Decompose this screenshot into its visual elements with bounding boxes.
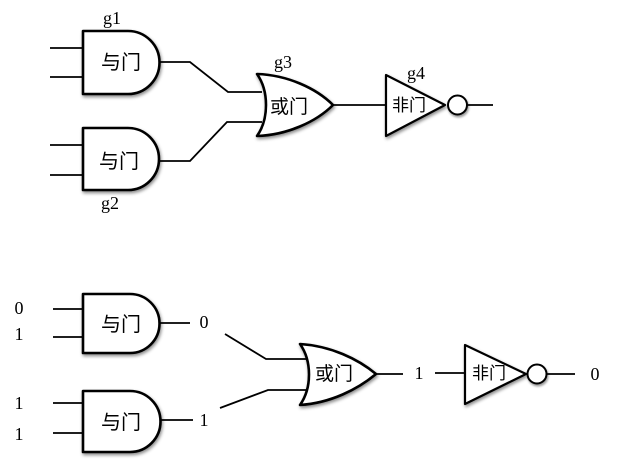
wire-g2-to-or [160,121,262,162]
inverter-bubble-bottom [526,363,548,385]
bottom-circuit: 0 1 与门 0 1 1 与门 1 或门 1 [15,292,600,454]
and-gate-bottom-2 [81,389,162,454]
input-value-b1: 1 [15,393,24,413]
or-gate-g3-label: 或门 [270,96,308,118]
top-circuit: g1 与门 g2 与门 g3 或门 g4 非门 [50,8,493,213]
gate-id-g4: g4 [407,63,425,83]
inverter-bubble [447,94,468,116]
wire-and1-to-or [224,333,306,360]
gate-id-g1: g1 [103,8,121,28]
or-gate-bottom-label: 或门 [315,363,353,385]
or-gate-bottom [298,342,378,407]
gate-id-g2: g2 [101,193,119,213]
not-gate-g4-label: 非门 [392,96,426,115]
not-gate-g4 [384,73,447,138]
and-gate-bottom-1-label: 与门 [101,313,141,336]
and-gate-g2 [81,126,161,192]
and-gate-g2-label: 与门 [99,150,139,173]
not-gate-bottom-label: 非门 [472,364,506,383]
and1-output-value: 0 [200,312,209,332]
input-value-a2: 1 [15,324,24,344]
input-value-b2: 1 [15,424,24,444]
and-gate-bottom-2-label: 与门 [101,411,141,434]
final-output-value: 0 [591,364,600,384]
and-gate-bottom-1 [81,292,161,355]
input-value-a1: 0 [15,298,24,318]
wire-and2-to-or [219,389,306,409]
wire-g1-to-or [160,61,262,93]
or-gate-g3 [255,72,335,138]
and2-output-value: 1 [200,410,209,430]
not-gate-bottom [463,343,528,406]
or-output-value: 1 [415,363,424,383]
and-gate-g1 [81,29,161,96]
and-gate-g1-label: 与门 [101,51,141,74]
gate-id-g3: g3 [274,52,292,72]
